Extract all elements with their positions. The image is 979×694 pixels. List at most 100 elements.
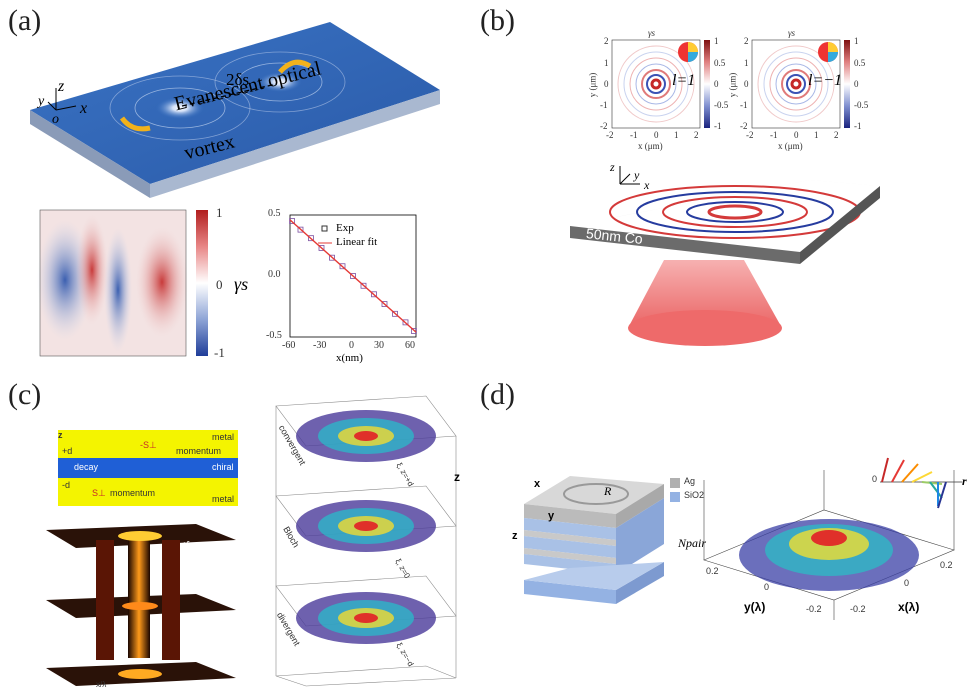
cb1-tick-05: 0.5 [714,58,726,68]
d-ytick-2: 0 [764,582,770,592]
metal-bottom-text: metal [212,494,235,504]
data-point [392,310,398,317]
m1-xtick-1: 1 [674,130,679,140]
m2-xtick-m1: -1 [770,130,778,140]
plus-d-text: +d [62,446,73,456]
ag-swatch [670,478,680,488]
panel-d-label: (d) [480,378,515,411]
map1-xlabel: x (μm) [638,141,663,151]
spin-texture-stack [275,395,457,687]
b-axis-y: y [634,168,640,182]
m1-ytick-1: 1 [604,58,609,68]
ytick-1: 0.0 [268,269,281,280]
data-point [411,328,417,334]
d-ytick-1: 0.2 [706,566,719,576]
d-xtick-1: 0.2 [940,560,953,570]
panel-a-label: (a) [8,4,42,37]
map1-ylabel: y (μm) [587,72,598,98]
d-xlabel: x(λ) [898,600,920,614]
origin-label: o [52,112,59,127]
m1-ytick-m2: -2 [600,121,608,131]
chiral-text: chiral [212,462,234,472]
m2-xtick-2: 2 [834,130,839,140]
colorbar-tick-neg1: -1 [214,345,225,360]
m1-xtick-m2: -2 [606,130,614,140]
b-axis-z: z [610,160,615,174]
legend-exp-swatch [321,225,328,232]
m2-xtick-0: 0 [794,130,799,140]
colorbar-b1 [704,40,710,128]
inset-zero: 0 [872,474,878,484]
cb2-tick-05: 0.5 [854,58,866,68]
linear-fit-chart [289,214,417,338]
vortex-map-lminus1 [751,39,841,129]
slice-mid-text: z=0 [52,592,66,601]
slice-bottom-text: z=−d [52,660,70,669]
metal-bottom-layer [58,478,238,506]
plot-frame [289,214,417,338]
decay-text: decay [74,462,99,472]
arrow-fan-inset [880,457,962,509]
xtick-4: 60 [405,340,415,351]
data-point [371,291,377,298]
colorbar-tick-0: 0 [216,277,223,292]
cb1-tick-0: 0 [714,79,719,89]
d-ytick-3: -0.2 [806,604,822,614]
vortex-slab-illustration [30,22,440,198]
momentum-top-text: momentum [176,446,222,456]
s-plus-text: S⊥ [92,488,106,498]
m2-ytick-m2: -2 [740,121,748,131]
m1-xtick-2: 2 [694,130,699,140]
minus-d-text: -d [62,480,71,490]
cb2-tick-0: 0 [854,79,859,89]
slice-ylabel: y/λ [44,612,55,621]
m1-ytick-2: 2 [604,36,609,46]
m1-ytick-m1: -1 [600,100,608,110]
map2-title: γs [788,28,796,38]
m2-xtick-m2: -2 [746,130,754,140]
axis-x-label: x [80,100,88,117]
chiral-layer [58,458,238,478]
inset-r: r [962,474,967,488]
metal-top-layer [58,430,238,458]
map2-xlabel: x (μm) [778,141,803,151]
ytick-2: -0.5 [266,330,282,341]
map2-l-label: l=−1 [808,72,843,89]
data-point [318,245,325,251]
cb1-tick-m05: -0.5 [714,100,729,110]
radius-label: R [604,484,612,498]
multilayer-stack [524,476,664,604]
data-point [402,319,409,326]
npair-label: Npair [678,536,707,550]
colorbar [196,210,208,356]
m1-ytick-0: 0 [604,79,609,89]
data-point [289,218,296,224]
sio2-label: SiO2 [684,490,705,500]
m2-ytick-m1: -1 [740,100,748,110]
data-point [329,254,335,261]
panel-b-label: (b) [480,4,515,37]
slice-xi-text: ±ξ [182,540,190,549]
m1-xtick-0: 0 [654,130,659,140]
xtick-0: -60 [282,340,296,351]
legend-exp: Exp [336,222,354,234]
s-minus-text: -S⊥ [140,440,157,450]
d-axis-z: z [512,530,518,542]
xtick-3: 30 [374,340,384,351]
d-axis-y: y [548,510,555,522]
spin-density-map [37,209,188,357]
data-point [350,273,356,279]
data-point [339,263,346,270]
d-axis-x: x [534,478,541,490]
data-point [360,282,367,289]
cb2-tick-1: 1 [854,36,859,46]
vortex-map-l1 [611,39,701,129]
d-ylabel: y(λ) [744,600,766,614]
ag-label: Ag [684,476,696,486]
m2-ytick-1: 1 [744,58,749,68]
sio2-swatch [670,492,680,502]
colorbar-tick-1: 1 [216,205,223,220]
data-point [381,301,388,307]
map2-ylabel: y (μm) [727,72,738,98]
fit-line [289,219,417,333]
